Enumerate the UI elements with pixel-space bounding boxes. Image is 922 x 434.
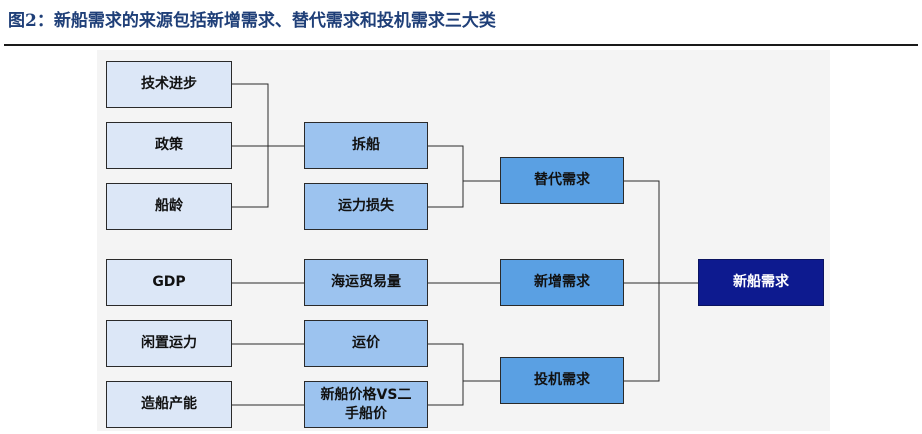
connector-speculative <box>428 343 464 406</box>
source-gdp: GDP <box>106 259 232 306</box>
source-ship-age: 船龄 <box>106 183 232 230</box>
result-new-ship-demand: 新船需求 <box>698 259 824 306</box>
factor-price-ratio: 新船价格VS二手船价 <box>304 381 428 428</box>
factor-seaborne-trade: 海运贸易量 <box>304 259 428 306</box>
demand-speculative: 投机需求 <box>500 357 624 404</box>
source-idle-capacity: 闲置运力 <box>106 320 232 367</box>
connector-result <box>623 180 660 382</box>
source-policy: 政策 <box>106 122 232 169</box>
factor-capacity-loss: 运力损失 <box>304 183 428 230</box>
demand-new-addition: 新增需求 <box>500 259 624 306</box>
figure-title: 图2：新船需求的来源包括新增需求、替代需求和投机需求三大类 <box>8 11 496 31</box>
factor-freight: 运价 <box>304 320 428 367</box>
title-underline <box>4 44 918 46</box>
connector-replacement <box>428 145 464 208</box>
factor-scrapping: 拆船 <box>304 122 428 169</box>
source-shipbuilding-capacity: 造船产能 <box>106 381 232 428</box>
demand-replacement: 替代需求 <box>500 157 624 204</box>
source-tech: 技术进步 <box>106 61 232 108</box>
